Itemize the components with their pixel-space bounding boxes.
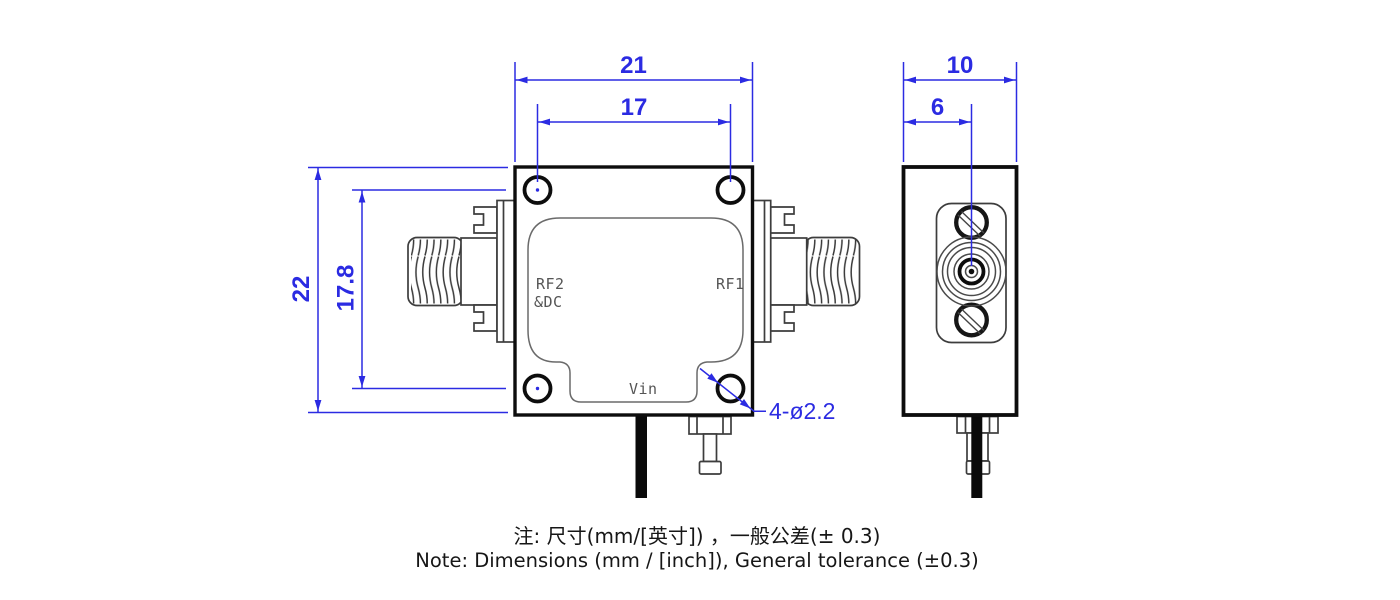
right-flange-tab-top [769,206,795,234]
dim-offset-6: 6 [931,94,944,121]
side-bottom-connector [956,415,999,498]
front-body-outline [513,165,755,417]
bottom-stem [702,433,718,463]
bottom-flange [688,415,732,435]
left-mounting-plate [496,199,516,343]
left-flange-tab-bottom [473,304,498,332]
dim-mounting-holes: 4-ø2.2 [769,398,835,424]
note-line-english: Note: Dimensions (mm / [inch]), General … [415,549,978,572]
right-connector-barrel [769,237,808,306]
screw-bottom-icon [954,302,989,338]
dim-hole-spacing-17-8: 17.8 [333,265,360,312]
note-line-chinese: 注: 尺寸(mm/[英寸]) ，一般公差(± 0.3) [514,524,881,548]
label-rf2-dc: &DC [534,293,563,311]
dimensions: 21 17 22 17.8 10 6 4-ø2.2 [288,52,1018,424]
right-flange-tab-bottom [769,304,795,332]
dc-cable-front [635,416,647,498]
dc-cable-side [971,416,983,498]
left-flange-tab-top [473,206,498,234]
dim-hole-spacing-17: 17 [621,94,648,121]
front-view: RF2 &DC RF1 Vin [407,165,861,498]
lid-cavity-outline [527,217,744,403]
mounting-hole-bottom-right [715,373,746,404]
left-sma-connector [407,199,516,343]
left-connector-barrel [460,237,498,306]
dim-width-21: 21 [620,52,647,79]
dim-depth-10: 10 [947,52,974,79]
left-thread-texture [411,239,461,304]
label-rf2: RF2 [536,275,565,293]
front-bottom-connector [688,415,732,475]
bottom-nut [698,460,722,475]
center-pin [968,268,975,275]
dim-height-22: 22 [288,276,315,303]
label-vin: Vin [629,380,658,398]
side-view [901,165,1019,498]
dimension-arrows [314,76,1015,412]
notes: 注: 尺寸(mm/[英寸]) ，一般公差(± 0.3) Note: Dimens… [415,524,978,572]
side-body-outline [901,165,1019,417]
right-sma-connector [751,199,861,343]
right-thread-texture [807,239,857,304]
right-mounting-plate [751,199,772,343]
label-rf1: RF1 [716,275,745,293]
